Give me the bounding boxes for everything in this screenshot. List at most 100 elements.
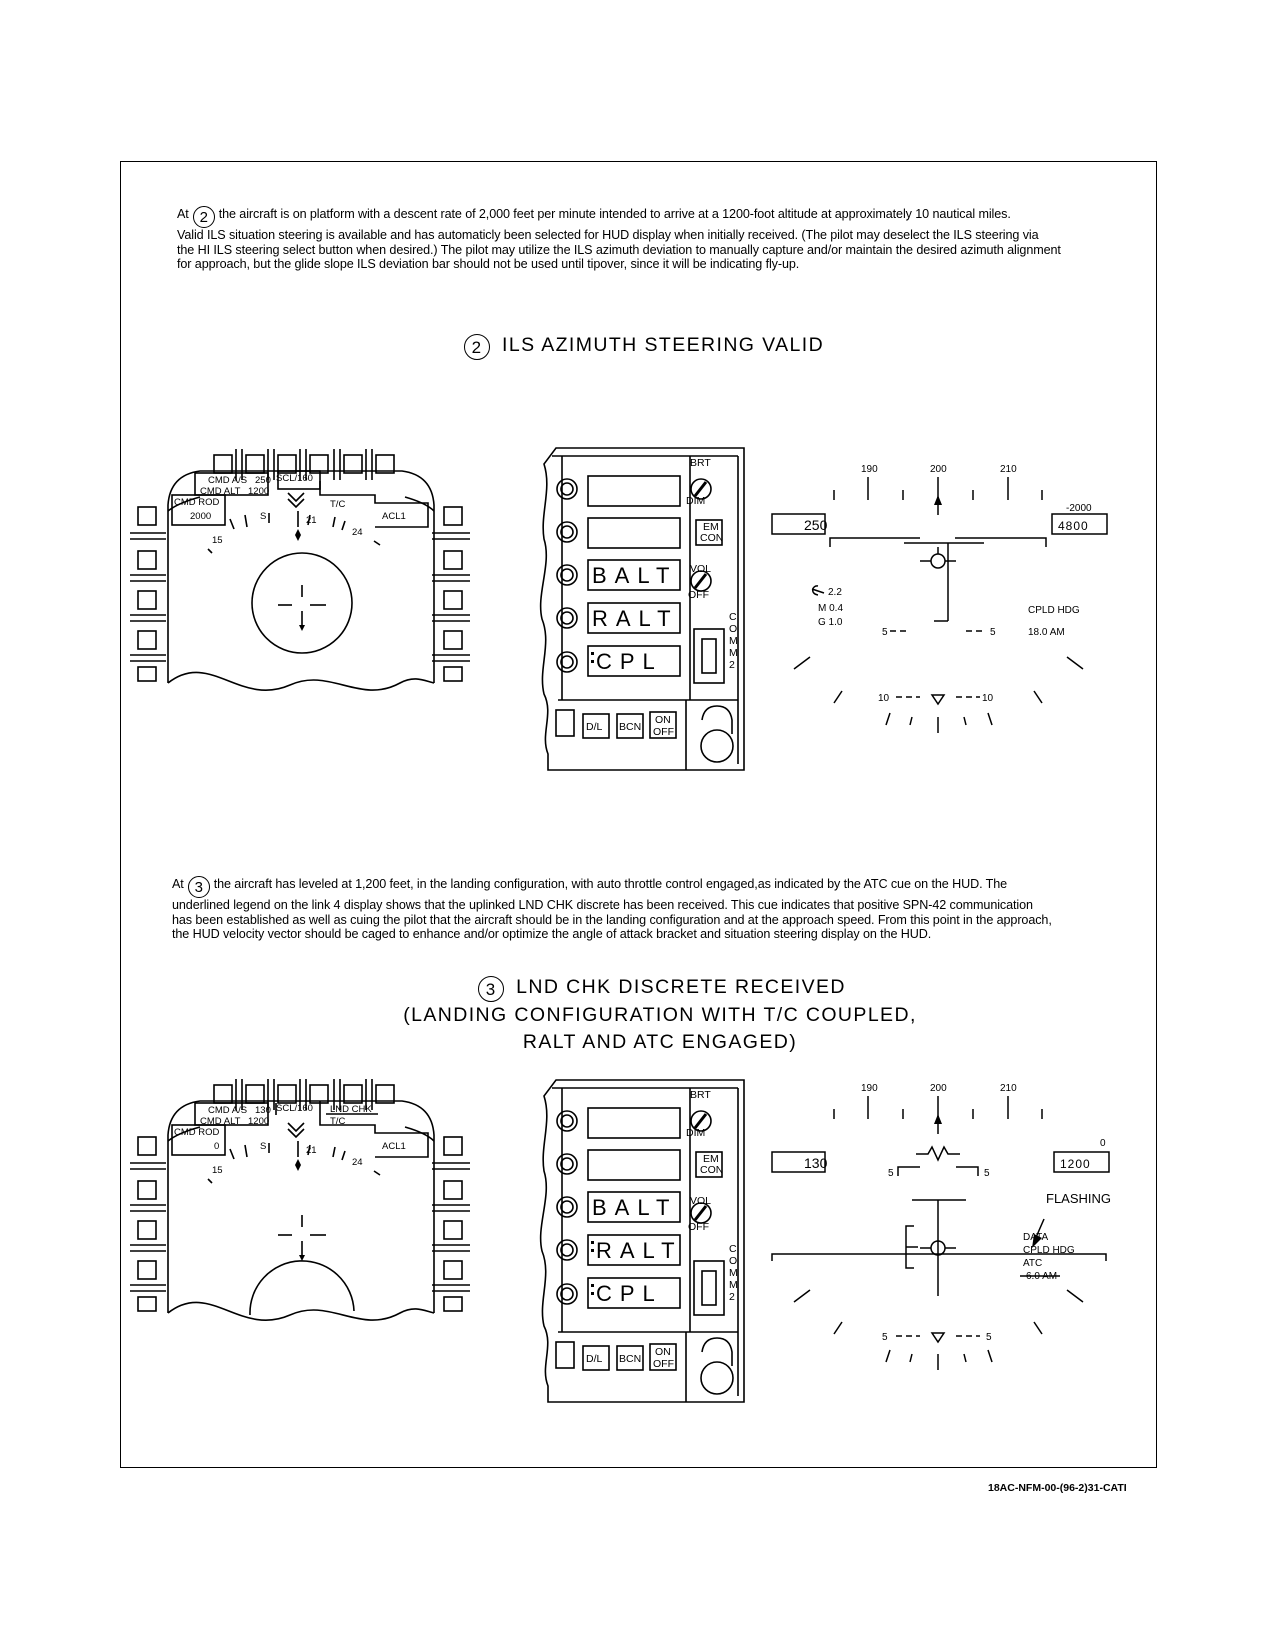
paragraph-line: underlined legend on the link 4 display …: [172, 898, 1033, 912]
mode-label: CPLD HDG: [1028, 605, 1080, 616]
cmd-as-label: CMD A/S: [208, 475, 247, 486]
pitch-5-right: 5: [984, 1168, 990, 1179]
document-id: 18AC-NFM-00-(96-2)31-CATI: [988, 1482, 1127, 1494]
paragraph-line: the aircraft has leveled at 1,200 feet, …: [213, 877, 1008, 891]
acl-label: ACL1: [382, 1141, 406, 1152]
heading-190: 190: [861, 464, 878, 475]
scale-21: 21: [306, 1145, 317, 1156]
lnd-chk-label: LND CHK: [330, 1104, 372, 1115]
option-cpl[interactable]: CPL: [596, 1281, 663, 1306]
option-ralt[interactable]: RALT: [592, 606, 679, 631]
dim-label: DIM: [686, 495, 705, 507]
aoa-value: 2.2: [828, 587, 842, 598]
mach-value: M 0.4: [818, 603, 843, 614]
pitch-10-left: 10: [878, 693, 890, 704]
flashing-label: FLASHING: [1046, 1191, 1111, 1206]
option-balt[interactable]: BALT: [592, 1195, 677, 1220]
ufc-panel-2: BRT DIM EM CON VOL OFF C O M M 2 D/L BCN…: [539, 1079, 745, 1403]
scale-15: 15: [212, 1165, 223, 1176]
time-label: 18.0 AM: [1028, 627, 1065, 638]
on-label[interactable]: ON: [655, 714, 671, 726]
at-label: At: [172, 877, 184, 891]
paragraph-line: has been established as well as cuing th…: [172, 912, 1052, 927]
comm-letter: O: [729, 623, 737, 635]
scale-24: 24: [352, 1157, 363, 1168]
comm-letter: M: [729, 647, 738, 659]
step-marker: 3: [187, 876, 210, 898]
vol-label: VOL: [690, 563, 711, 575]
heading-line-2: (LANDING CONFIGURATION WITH T/C COUPLED,: [403, 1004, 917, 1026]
brt-label: BRT: [690, 457, 711, 469]
option-ralt[interactable]: RALT: [596, 1238, 683, 1263]
ddi-display-1: CMD A/S 250 CMD ALT 1200 CMD ROD 2000 SC…: [130, 449, 470, 691]
cmd-alt-label: CMD ALT: [200, 1116, 241, 1127]
scale-24: 24: [352, 527, 363, 538]
dl-button[interactable]: D/L: [586, 1353, 603, 1365]
cmd-as-value: 250: [255, 475, 271, 486]
em-label: EM: [703, 521, 719, 533]
dl-button[interactable]: D/L: [586, 721, 603, 733]
comm-letter: 2: [729, 1291, 735, 1303]
off-label[interactable]: OFF: [653, 1358, 674, 1370]
comm-letter: M: [729, 1279, 738, 1291]
heading-200: 200: [930, 464, 947, 475]
hud-display-1: 190 200 210 -2000 2.2 M 0.4 G 1.0 5 5 CP…: [771, 464, 1108, 733]
heading-line-1: LND CHK DISCRETE RECEIVED: [516, 976, 846, 998]
con-label: CON: [700, 1164, 723, 1176]
comm-letter: C: [729, 1243, 737, 1255]
con-label: CON: [700, 532, 723, 544]
ddi-display-2: CMD A/S 130 CMD ALT 1200 CMD ROD 0 SCL/1…: [130, 1079, 470, 1321]
scale-s: S: [260, 1141, 266, 1152]
vol-label: VOL: [690, 1195, 711, 1207]
cmd-rod-label: CMD ROD: [174, 1127, 220, 1138]
brt-label: BRT: [690, 1089, 711, 1101]
option-balt[interactable]: BALT: [592, 563, 677, 588]
option-cpl[interactable]: CPL: [596, 649, 663, 674]
scale-s: S: [260, 511, 266, 522]
heading-200: 200: [930, 1083, 947, 1094]
cmd-as-label: CMD A/S: [208, 1105, 247, 1116]
acl-label: ACL1: [382, 511, 406, 522]
off-label: OFF: [688, 589, 709, 601]
comm-letter: O: [729, 1255, 737, 1267]
bcn-button[interactable]: BCN: [619, 1353, 641, 1365]
cmd-rod-value: 2000: [190, 511, 211, 522]
page-frame: [120, 161, 1157, 1468]
bcn-button[interactable]: BCN: [619, 721, 641, 733]
off-label: OFF: [688, 1221, 709, 1233]
g-value: G 1.0: [818, 617, 843, 628]
pitch-5-right: 5: [990, 627, 996, 638]
cmd-as-value: 130: [255, 1105, 271, 1116]
step-marker: 2: [192, 206, 215, 228]
airspeed-value: 250: [804, 517, 828, 533]
pitch-10-right: 10: [982, 693, 994, 704]
off-label[interactable]: OFF: [653, 726, 674, 738]
pitch-5-left: 5: [882, 627, 888, 638]
vvi-value: 0: [1100, 1138, 1106, 1149]
paragraph-line: the HUD velocity vector should be caged …: [172, 927, 932, 942]
pitch-low-right: 5: [986, 1332, 992, 1343]
atc-label: ATC: [1023, 1258, 1042, 1269]
paragraph-line: the aircraft is on platform with a desce…: [218, 207, 1011, 221]
comm-letter: 2: [729, 659, 735, 671]
cmd-alt-label: CMD ALT: [200, 486, 241, 497]
at-label: At: [177, 207, 189, 221]
comm-letter: C: [729, 611, 737, 623]
pitch-5-left: 5: [888, 1168, 894, 1179]
comm-letter: M: [729, 1267, 738, 1279]
tc-label: T/C: [330, 1116, 345, 1127]
heading-210: 210: [1000, 1083, 1017, 1094]
scl-label: SCL/160: [276, 1103, 313, 1114]
altitude-value: 4800: [1058, 519, 1089, 533]
vvi-value: -2000: [1066, 503, 1092, 514]
scale-21: 21: [306, 515, 317, 526]
paragraph-line: for approach, but the glide slope ILS de…: [177, 257, 800, 272]
tc-label: T/C: [330, 499, 345, 510]
on-label[interactable]: ON: [655, 1346, 671, 1358]
heading-marker: 3: [478, 976, 505, 1002]
heading-marker: 2: [464, 334, 490, 360]
heading-2: 3 LND CHK DISCRETE RECEIVED (LANDING CONF…: [380, 974, 940, 1056]
